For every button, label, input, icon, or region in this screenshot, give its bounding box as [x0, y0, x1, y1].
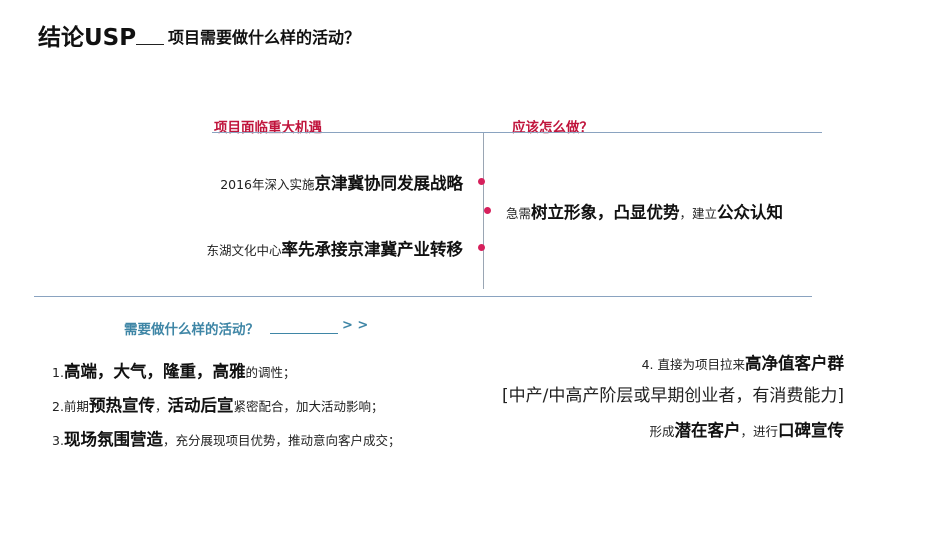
activity-item-4: 4. 直接为项目拉来高净值客户群	[642, 350, 844, 374]
opportunity-item-prefix: 2016年深入实施	[220, 177, 315, 192]
activity-highlight: 高净值客户群	[745, 354, 844, 373]
activity-highlight: 口碑宣传	[778, 421, 844, 440]
action-text: 急需	[506, 206, 532, 221]
opportunity-item-2: 东湖文化中心率先承接京津冀产业转移	[206, 236, 463, 260]
activity-text: 形成	[649, 424, 675, 439]
bullet-dot-icon	[484, 207, 491, 214]
action-highlight: 树立形象，凸显优势	[531, 203, 680, 222]
bullet-dot-icon	[478, 244, 485, 251]
bullet-dot-icon	[478, 178, 485, 185]
opportunity-item-1: 2016年深入实施京津冀协同发展战略	[220, 170, 463, 194]
action-statement: 急需树立形象，凸显优势，建立公众认知	[506, 199, 783, 223]
activity-highlight: 预热宣传	[88, 396, 155, 415]
vertical-divider	[483, 133, 484, 289]
page-subtitle: 项目需要做什么样的活动？	[168, 28, 361, 47]
activity-text: ，充分展现项目优势，推动意向客户成交；	[162, 433, 401, 448]
activity-item-4-result: 形成潜在客户，进行口碑宣传	[649, 417, 844, 441]
activity-text: 2.前期	[52, 399, 89, 414]
activity-text: 1.	[52, 365, 64, 380]
opportunity-heading: 项目面临重大机遇	[214, 120, 322, 136]
activity-item-2: 2.前期预热宣传，活动后宣紧密配合，加大活动影响；	[52, 392, 383, 416]
activities-heading: 需要做什么样的活动？	[124, 322, 259, 338]
page-title: 结论USP	[38, 25, 137, 51]
top-divider	[212, 132, 822, 133]
activity-text: ，进行	[740, 424, 778, 439]
activity-text: 紧密配合，加大活动影响；	[233, 399, 384, 414]
title-separator	[136, 44, 164, 45]
activity-text: 4. 直接为项目拉来	[641, 357, 745, 372]
target-audience-note: [中产/中高产阶层或早期创业者，有消费能力]	[502, 386, 844, 406]
action-highlight: 公众认知	[717, 203, 784, 222]
activity-text: 的调性；	[245, 365, 296, 380]
activity-highlight: 潜在客户	[674, 421, 741, 440]
activities-heading-underline	[270, 333, 338, 334]
activity-item-1: 1.高端，大气，隆重，高雅的调性；	[52, 358, 295, 382]
activity-highlight: 现场氛围营造	[63, 430, 163, 449]
opportunity-item-highlight: 京津冀协同发展战略	[314, 174, 464, 193]
opportunity-item-prefix: 东湖文化中心	[206, 243, 282, 258]
action-text: ，建立	[679, 206, 718, 221]
action-heading: 应该怎么做？	[512, 120, 593, 136]
double-chevron-icon: > >	[342, 318, 369, 333]
opportunity-item-highlight: 率先承接京津冀产业转移	[281, 240, 464, 259]
activity-text: ，	[154, 399, 168, 414]
activity-highlight: 高端，大气，隆重，高雅	[63, 362, 246, 381]
activity-highlight: 活动后宣	[167, 396, 234, 415]
activity-item-3: 3.现场氛围营造，充分展现项目优势，推动意向客户成交；	[52, 426, 400, 450]
middle-divider	[34, 296, 812, 297]
activity-text: 3.	[52, 433, 64, 448]
